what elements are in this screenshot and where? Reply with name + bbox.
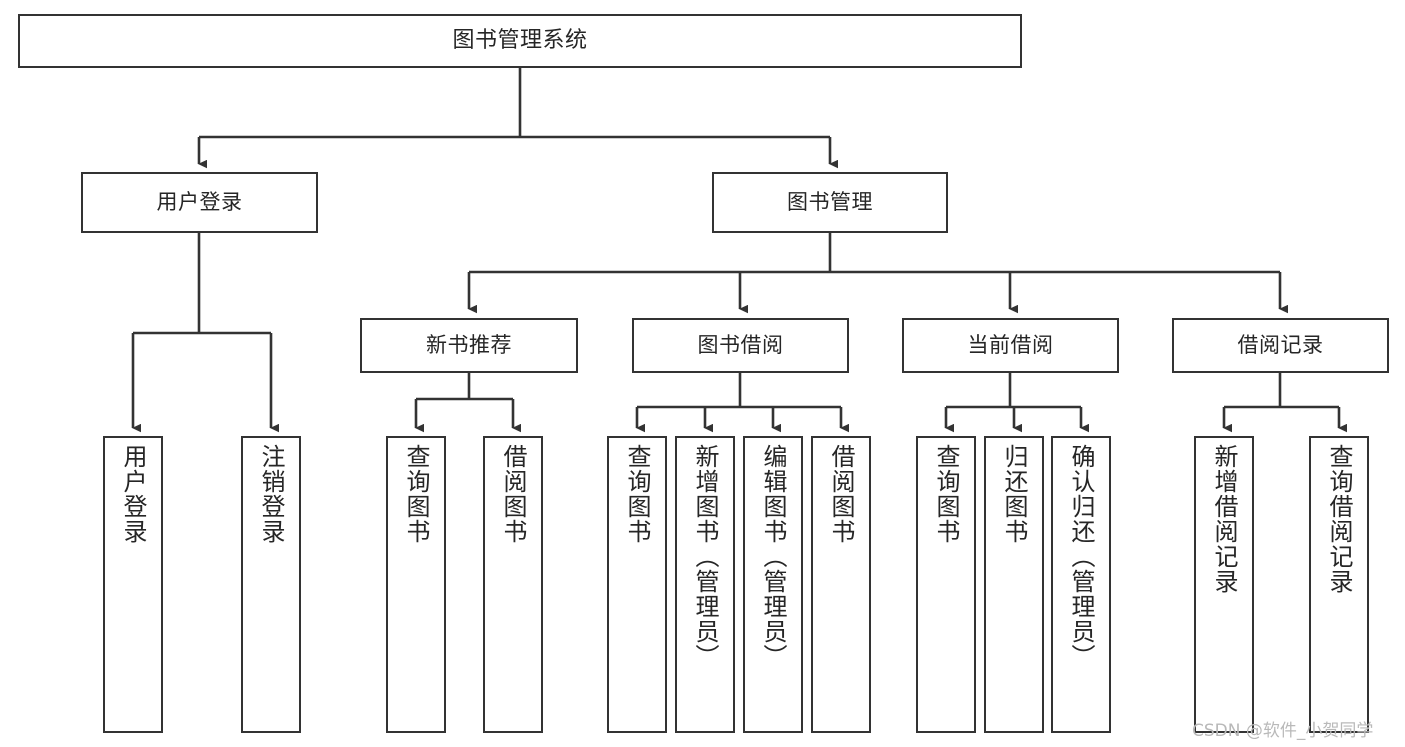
node-new-book-recommend[interactable]: 新书推荐 (360, 318, 578, 373)
node-label: 确认归还（管理员） (1067, 444, 1095, 669)
node-label: 查询借阅记录 (1325, 444, 1353, 594)
node-leaf-query-borrow-record[interactable]: 查询借阅记录 (1309, 436, 1369, 733)
node-label: 图书管理 (787, 189, 873, 214)
node-leaf-query-book-borrow[interactable]: 查询图书 (607, 436, 667, 733)
node-label: 归还图书 (1000, 444, 1028, 544)
node-label: 用户登录 (119, 444, 147, 544)
node-leaf-borrow-book[interactable]: 借阅图书 (811, 436, 871, 733)
node-leaf-add-borrow-record[interactable]: 新增借阅记录 (1194, 436, 1254, 733)
node-label: 新书推荐 (426, 332, 512, 357)
node-label: 新增借阅记录 (1210, 444, 1238, 594)
node-user-login[interactable]: 用户登录 (81, 172, 318, 233)
node-label: 图书管理系统 (452, 27, 588, 53)
node-borrow-record[interactable]: 借阅记录 (1172, 318, 1389, 373)
node-book-borrow[interactable]: 图书借阅 (632, 318, 849, 373)
node-leaf-borrow-book-recommend[interactable]: 借阅图书 (483, 436, 543, 733)
node-label: 图书借阅 (697, 332, 784, 357)
csdn-watermark: CSDN @软件_小贺同学 (1192, 721, 1374, 741)
node-label: 查询图书 (402, 444, 430, 544)
node-label: 查询图书 (932, 444, 960, 544)
node-root-book-management-system[interactable]: 图书管理系统 (18, 14, 1022, 68)
node-leaf-confirm-return[interactable]: 确认归还（管理员） (1051, 436, 1111, 733)
node-leaf-user-login[interactable]: 用户登录 (103, 436, 163, 733)
node-current-borrow[interactable]: 当前借阅 (902, 318, 1119, 373)
node-leaf-logout[interactable]: 注销登录 (241, 436, 301, 733)
node-label: 编辑图书（管理员） (759, 444, 787, 669)
node-leaf-query-book-recommend[interactable]: 查询图书 (386, 436, 446, 733)
node-leaf-query-book-current[interactable]: 查询图书 (916, 436, 976, 733)
node-label: 新增图书（管理员） (691, 444, 719, 669)
node-label: 借阅记录 (1237, 332, 1324, 357)
node-leaf-add-book[interactable]: 新增图书（管理员） (675, 436, 735, 733)
node-label: 借阅图书 (827, 444, 855, 544)
node-leaf-return-book[interactable]: 归还图书 (984, 436, 1044, 733)
node-label: 用户登录 (156, 189, 243, 214)
node-label: 注销登录 (257, 444, 285, 544)
node-label: 查询图书 (623, 444, 651, 544)
node-book-management[interactable]: 图书管理 (712, 172, 948, 233)
node-leaf-edit-book[interactable]: 编辑图书（管理员） (743, 436, 803, 733)
node-label: 借阅图书 (499, 444, 527, 544)
node-label: 当前借阅 (967, 332, 1054, 357)
